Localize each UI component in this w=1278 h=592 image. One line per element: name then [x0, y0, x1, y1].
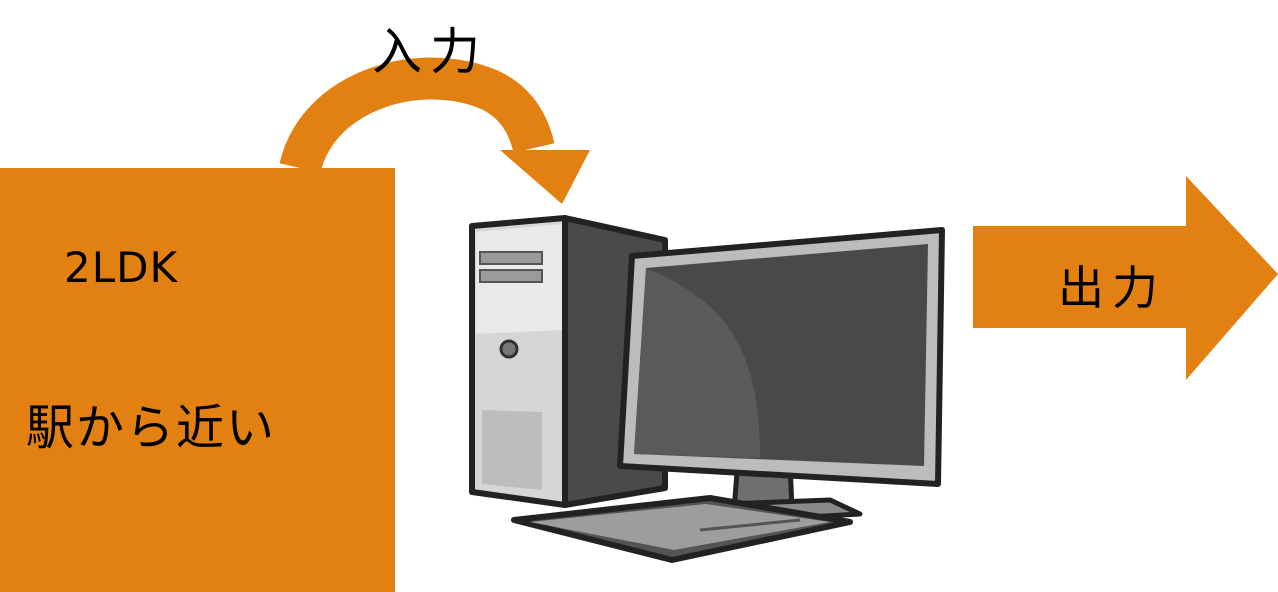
- input-box: [0, 168, 395, 592]
- input-label: 入力: [372, 23, 488, 81]
- desktop-computer-icon: [469, 215, 945, 563]
- input-feature-layout: 2LDK: [64, 243, 179, 292]
- output-label: 出力: [1058, 261, 1166, 315]
- curved-arrow-icon: [279, 57, 590, 204]
- input-feature-station: 駅から近い: [26, 400, 277, 456]
- right-arrow-icon: [973, 176, 1278, 380]
